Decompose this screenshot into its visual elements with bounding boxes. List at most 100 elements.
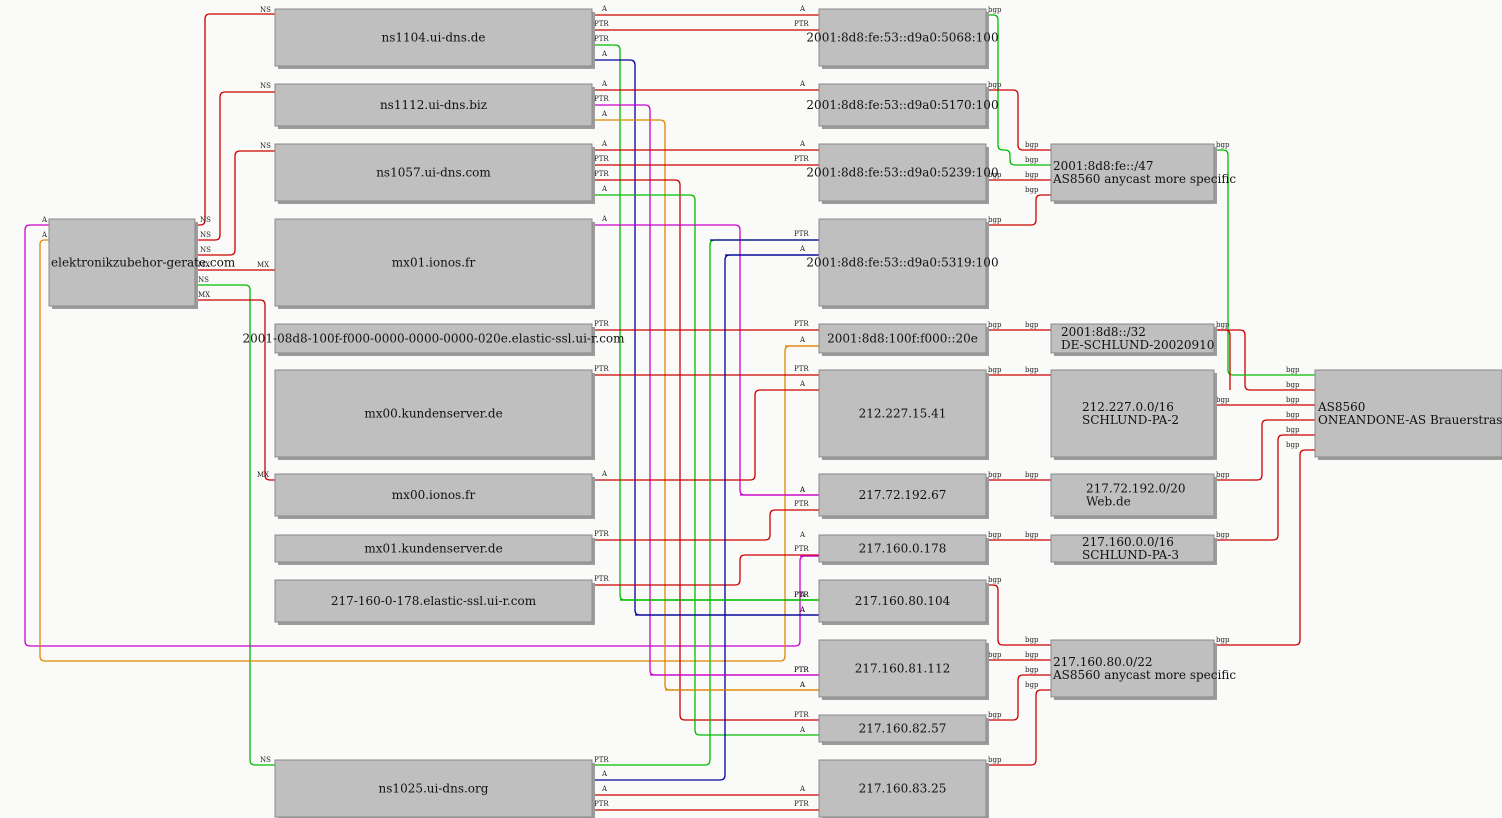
node-ns1057: ns1057.ui-dns.com xyxy=(274,143,595,204)
edge-label: PTR xyxy=(794,320,809,328)
edge-line xyxy=(592,389,819,481)
node-box xyxy=(818,369,987,458)
node-box xyxy=(274,8,593,67)
node-label: mx01.kundenserver.de xyxy=(364,542,502,556)
edge-label: bgp xyxy=(1286,366,1300,374)
edge-label: bgp xyxy=(1025,531,1039,539)
edge-label: MX xyxy=(198,291,210,299)
node-box xyxy=(48,218,196,307)
edge: A xyxy=(725,245,819,256)
node-ip21757: 217.160.82.57 xyxy=(818,714,989,745)
edge: PTR xyxy=(710,230,819,241)
node-box xyxy=(1050,534,1215,563)
node-box xyxy=(818,218,987,307)
edge-label: bgp xyxy=(1025,171,1039,179)
edge-label: bgp xyxy=(1286,381,1300,389)
node-label: DE-SCHLUND-20020910 xyxy=(1061,338,1214,352)
node-label: mx00.ionos.fr xyxy=(392,488,476,502)
edge-label: PTR xyxy=(594,170,609,178)
edge-label: PTR xyxy=(794,20,809,28)
edge-label: PTR xyxy=(794,666,809,674)
edge-label: bgp xyxy=(988,216,1002,224)
node-mx01ks: mx01.kundenserver.de xyxy=(274,534,595,565)
edge-label: NS xyxy=(200,231,211,239)
node-label: 217.160.0.178 xyxy=(859,542,947,556)
edge-label: NS xyxy=(260,6,271,14)
node-box xyxy=(818,473,987,517)
node-label: 217.72.192.0/20 xyxy=(1086,482,1185,496)
edge-label: bgp xyxy=(1216,531,1230,539)
edge-label: bgp xyxy=(988,471,1002,479)
edge-line xyxy=(1214,434,1315,541)
node-ip217112: 217.160.81.112 xyxy=(818,639,989,700)
edge-label: bgp xyxy=(1025,636,1039,644)
node-ns1104: ns1104.ui-dns.de xyxy=(274,8,595,69)
edge-label: PTR xyxy=(794,155,809,163)
edge: A xyxy=(785,336,819,347)
edge-label: A xyxy=(41,231,48,239)
edge-label: PTR xyxy=(794,545,809,553)
node-box xyxy=(1050,143,1215,202)
edge-line xyxy=(195,299,275,481)
edge-label: PTR xyxy=(794,591,809,599)
edge-label: PTR xyxy=(794,365,809,373)
node-label: ns1057.ui-dns.com xyxy=(376,166,491,180)
edge-line xyxy=(1214,419,1315,481)
edge-label: A xyxy=(799,80,806,88)
edge-label: PTR xyxy=(794,500,809,508)
node-elek: elektronikzubehor-gerate.com xyxy=(48,218,236,309)
edge-label: A xyxy=(799,726,806,734)
node-box xyxy=(818,534,987,563)
edge-label: PTR xyxy=(794,800,809,808)
edge-line xyxy=(195,13,275,226)
node-box xyxy=(1050,473,1215,517)
node-box xyxy=(818,759,987,818)
node-box xyxy=(274,83,593,127)
node-label: 217.160.80.104 xyxy=(855,594,951,608)
edge-line xyxy=(1214,329,1315,391)
node-label: 217.160.0.0/16 xyxy=(1082,535,1174,549)
edge-label: PTR xyxy=(594,95,609,103)
node-box xyxy=(818,323,987,354)
edge-line xyxy=(592,194,819,736)
edge-label: bgp xyxy=(1025,666,1039,674)
node-ns1112: ns1112.ui-dns.biz xyxy=(274,83,595,129)
node-ip5068: 2001:8d8:fe:53::d9a0:5068:100 xyxy=(806,8,999,69)
node-box xyxy=(1314,369,1502,458)
node-box xyxy=(1050,369,1215,458)
edge-label: PTR xyxy=(794,666,809,674)
edge-label: A xyxy=(601,80,608,88)
node-ip21725: 217.160.83.25 xyxy=(818,759,989,818)
edge-label: bgp xyxy=(988,171,1002,179)
node-layer: elektronikzubehor-gerate.com ns1104.ui-dn… xyxy=(48,8,1502,818)
edge-line xyxy=(195,150,275,256)
edge-label: PTR xyxy=(594,35,609,43)
node-label: 2001-08d8-100f-f000-0000-0000-0000-020e.… xyxy=(242,332,625,346)
node-box xyxy=(274,473,593,517)
edge-label: bgp xyxy=(988,651,1002,659)
edge-line xyxy=(986,584,1051,646)
edge-label: A xyxy=(799,606,806,614)
edge: PTR PTR xyxy=(592,170,819,721)
edge-label: bgp xyxy=(1025,681,1039,689)
edge-label: bgp xyxy=(1216,636,1230,644)
node-label: 2001:8d8:fe:53::d9a0:5319:100 xyxy=(806,256,998,270)
edge-label: NS xyxy=(198,276,209,284)
edge-label: A xyxy=(799,245,806,253)
edge-label: A xyxy=(601,185,608,193)
node-label: SCHLUND-PA-2 xyxy=(1082,413,1179,427)
